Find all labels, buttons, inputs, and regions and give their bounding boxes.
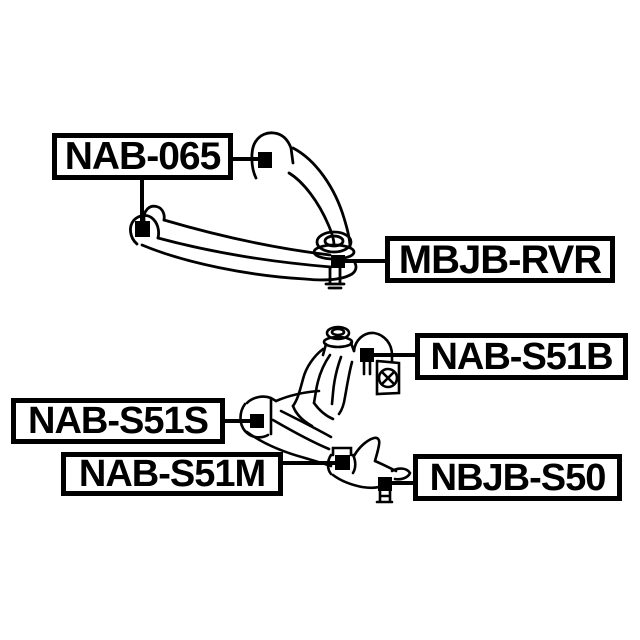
part-label-nab-s51s: NAB-S51S [11,398,225,444]
callout-connector-lines [140,157,417,485]
attachment-point-markers [135,152,392,491]
part-label-nab-065: NAB-065 [52,133,233,180]
marker-nbjbs50-ball-joint [378,477,392,491]
marker-nabs51s-bushing [250,414,264,428]
marker-nabs51b-bushing [360,348,374,362]
part-label-nab-s51b: NAB-S51B [415,333,628,380]
part-label-nab-s51m: NAB-S51M [61,452,283,496]
lower-control-arm-knuckle-art [239,325,412,504]
part-label-mbjb-rvr: MBJB-RVR [385,236,615,283]
marker-nab065-rear-bushing [258,152,272,168]
marker-mbjbrvr-ball-joint [331,255,345,268]
marker-nab065-front-bushing [135,221,150,237]
marker-nabs51m-bushing [335,455,350,470]
part-label-nbjb-s50: NBJB-S50 [413,454,622,501]
